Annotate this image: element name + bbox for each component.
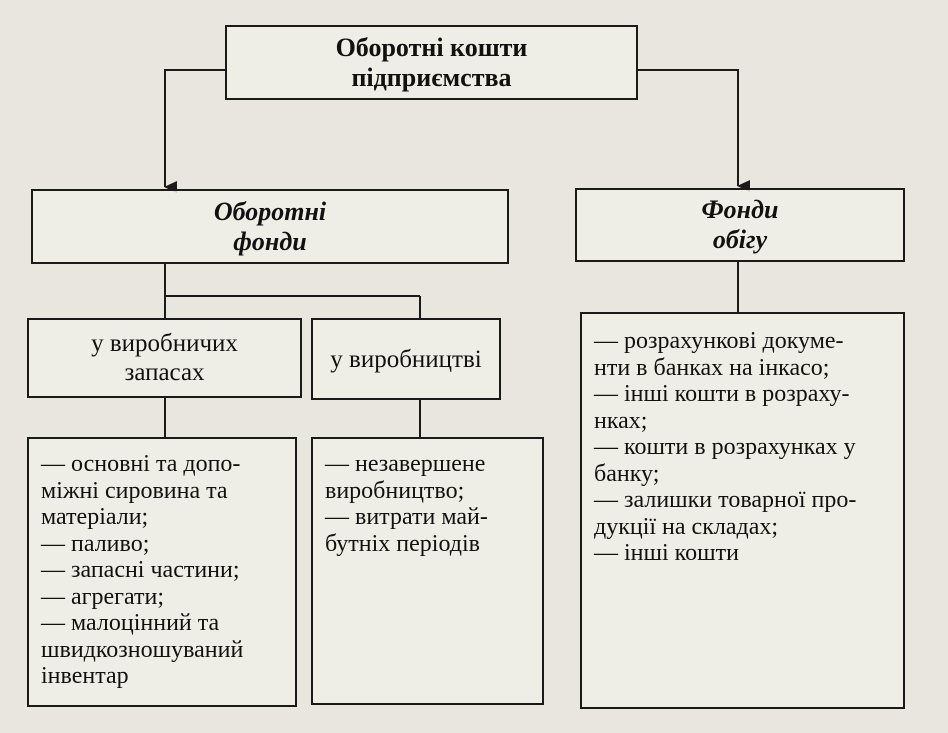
circulation-funds-list: — розрахункові докуме- нти в банках на і… xyxy=(580,312,905,709)
list-item: — паливо; xyxy=(41,530,150,557)
list-item: нках; xyxy=(594,407,648,434)
list-item: інвентар xyxy=(41,663,129,689)
list-item: — залишки товарної про- xyxy=(594,487,857,513)
list-item: — кошти в розрахунках у xyxy=(594,434,856,460)
root-node-line1: Оборотні кошти xyxy=(335,32,528,62)
list-item: — незавершене xyxy=(325,451,486,477)
in-production-list: — незавершене виробництво; — витрати май… xyxy=(311,437,544,705)
list-item: банку; xyxy=(594,460,660,487)
root-node: Оборотні кошти підприємства xyxy=(225,25,638,100)
connector-root-to-left xyxy=(164,69,225,193)
list-item: — малоцінний та xyxy=(41,610,220,636)
list-item: бутніх періодів xyxy=(325,530,480,557)
list-item: швидкозношуваний xyxy=(41,636,244,663)
root-node-line2: підприємства xyxy=(351,62,512,92)
list-item: — інші кошти xyxy=(594,540,739,566)
list-item: — основні та допо- xyxy=(41,451,241,477)
list-item: — інші кошти в розраху- xyxy=(594,381,850,407)
list-item: — агрегати; xyxy=(41,583,165,610)
production-stocks-list: — основні та допо- міжні сировина та мат… xyxy=(27,437,297,707)
circulation-funds-line1: Фонди xyxy=(701,195,779,224)
list-item: — розрахункові докуме- xyxy=(594,328,844,354)
list-item: матеріали; xyxy=(41,504,149,530)
in-production-line1: у виробництві xyxy=(330,345,482,373)
working-funds-line1: Оборотні xyxy=(213,196,327,226)
connector-root-to-right xyxy=(638,69,750,192)
list-item: — витрати май- xyxy=(325,504,488,530)
list-item: нти в банках на інкасо; xyxy=(594,354,830,381)
production-stocks-line1: у виробничих xyxy=(91,330,238,357)
in-production-node: у виробництві xyxy=(311,318,501,400)
list-item: — запасні частини; xyxy=(41,557,240,583)
working-funds-node: Оборотні фонди xyxy=(31,189,509,264)
list-item: міжні сировина та xyxy=(41,477,228,504)
working-funds-line2: фонди xyxy=(233,226,307,256)
list-item: дукції на складах; xyxy=(594,513,779,540)
list-item: виробництво; xyxy=(325,477,465,504)
circulation-funds-line2: обігу xyxy=(712,225,768,254)
production-stocks-node: у виробничих запасах xyxy=(27,318,302,398)
circulation-funds-node: Фонди обігу xyxy=(575,188,905,262)
production-stocks-line2: запасах xyxy=(124,359,205,386)
